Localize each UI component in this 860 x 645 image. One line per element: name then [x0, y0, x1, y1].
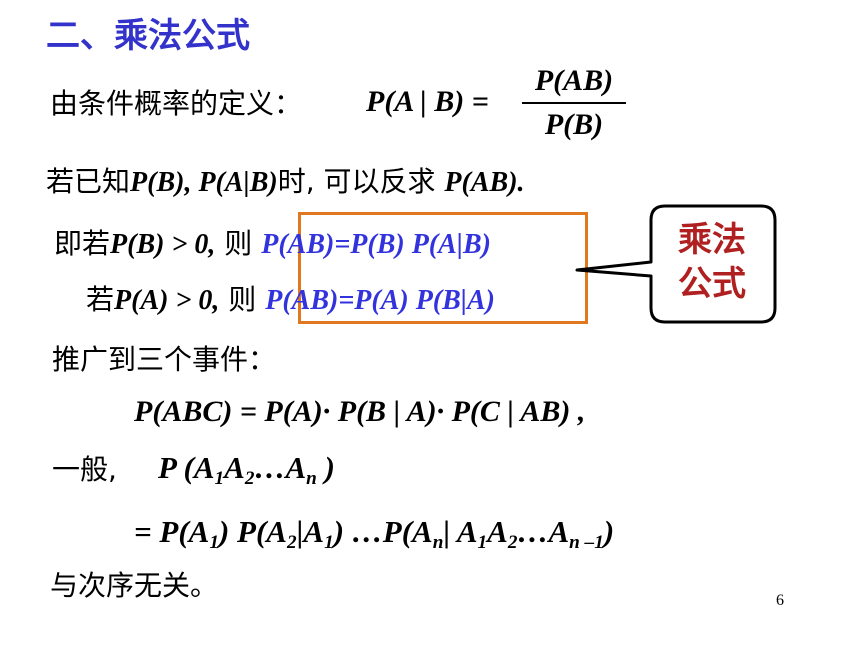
general-product: P (A1A2…An ) — [158, 450, 335, 489]
rule1-formula: P(AB)=P(B) P(A|B) — [261, 229, 491, 260]
rule2-cond: P(A) > 0, — [114, 285, 220, 316]
inverse-pb: P(B), P(A|B) — [130, 167, 278, 198]
exp-s3: 1 — [324, 531, 334, 553]
exp-sn1: n –1 — [569, 531, 604, 553]
conclusion: 与次序无关。 — [50, 569, 219, 602]
exp-p3: ) …P(A — [333, 514, 433, 549]
general-expansion: = P(A1) P(A2|A1) …P(An| A1A2…An –1) — [134, 514, 615, 553]
rule1-cond: P(B) > 0, — [110, 229, 216, 260]
exp-a2: A — [487, 514, 508, 549]
callout-line2: 公式 — [678, 264, 746, 304]
rule1-line: 即若P(B) > 0, 则 P(AB)=P(B) P(A|B) — [54, 226, 491, 263]
exp-sn: n — [432, 531, 444, 553]
inverse-pre: 若已知 — [46, 165, 131, 198]
section-title: 二、乘法公式 — [46, 16, 250, 56]
three-events-formula: P(ABC) = P(A)· P(B | A)· P(C | AB) , — [134, 395, 586, 428]
rule1-pre: 即若 — [54, 227, 111, 260]
rule2-formula: P(AB)=P(A) P(B|A) — [265, 285, 495, 316]
general-sub2: 2 — [244, 467, 255, 489]
exp-s1: 1 — [209, 531, 219, 553]
rule2-then: 则 — [219, 283, 266, 316]
general-sub1: 1 — [214, 467, 225, 489]
exp-s4: 1 — [477, 531, 488, 553]
exp-eq: = P(A — [134, 514, 210, 549]
rule1-then: 则 — [215, 227, 262, 260]
fraction-bar — [522, 102, 626, 104]
exp-dots: …A — [517, 514, 570, 549]
general-close: ) — [316, 450, 335, 485]
exp-bar2: | A — [443, 514, 478, 549]
general-dots: …A — [254, 450, 307, 485]
rule2-line: 若P(A) > 0, 则 P(AB)=P(A) P(B|A) — [86, 282, 495, 319]
page-number: 6 — [776, 592, 784, 609]
three-events-label: 推广到三个事件： — [52, 343, 277, 376]
general-label: 一般, — [52, 453, 117, 486]
fraction-numerator: P(AB) — [534, 64, 614, 97]
exp-p2: ) P(A — [218, 514, 287, 549]
rule2-pre: 若 — [86, 283, 115, 316]
fraction-denominator: P(B) — [544, 108, 604, 141]
inverse-line: 若已知P(B), P(A|B)时, 可以反求 P(AB). — [46, 164, 525, 201]
general-p: P (A — [158, 450, 215, 485]
general-subn: n — [306, 467, 317, 489]
callout-label: 乘法 公式 — [662, 218, 762, 306]
inverse-pab: P(AB). — [444, 167, 525, 198]
definition-label: 由条件概率的定义： — [50, 87, 303, 120]
exp-s2: 2 — [286, 531, 297, 553]
callout-bubble — [575, 204, 777, 324]
exp-close: ) — [603, 514, 615, 549]
exp-bar1: |A — [296, 514, 325, 549]
definition-lhs: P(A | B) = — [366, 85, 489, 118]
exp-s5: 2 — [507, 531, 518, 553]
inverse-mid: 时, 可以反求 — [277, 165, 445, 198]
callout-line1: 乘法 — [678, 220, 746, 260]
conditional-fraction: P(AB) P(B) — [522, 62, 626, 144]
general-a2: A — [224, 450, 245, 485]
